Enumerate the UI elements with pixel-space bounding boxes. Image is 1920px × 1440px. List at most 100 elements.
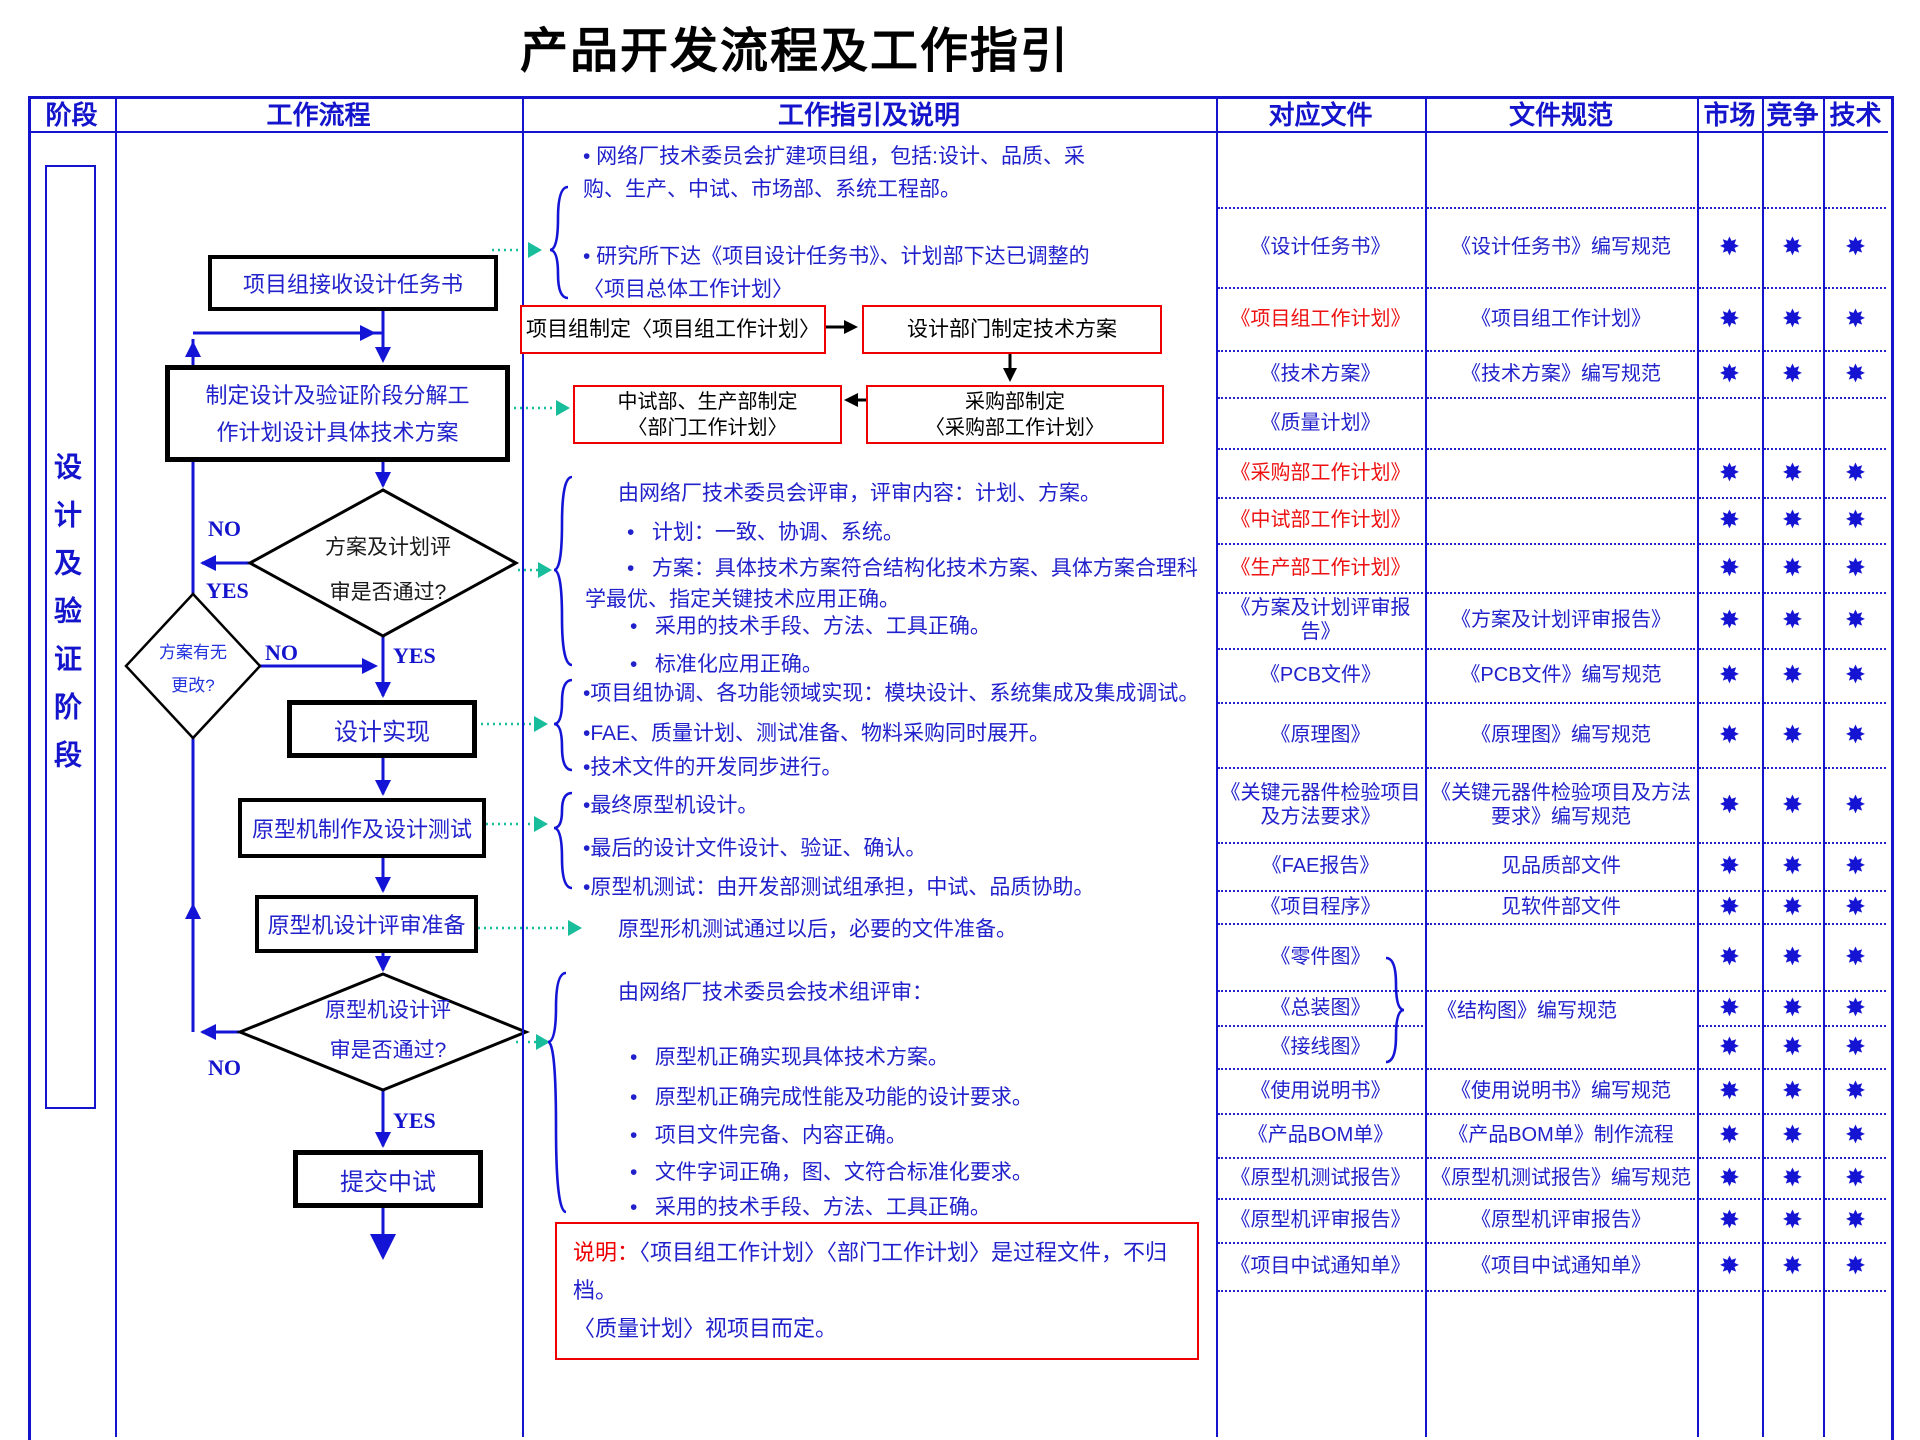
col-header-stage: 阶段 bbox=[45, 100, 98, 130]
row-separator bbox=[1825, 1068, 1886, 1070]
spec-cell: 《使用说明书》编写规范 bbox=[1451, 1079, 1671, 1102]
doc-cell: 《原型机测试报告》 bbox=[1230, 1166, 1411, 1189]
star-icon: ✸ bbox=[1782, 553, 1803, 582]
arrowhead-icon bbox=[200, 1024, 216, 1040]
col-header-docs: 对应文件 bbox=[1268, 100, 1373, 130]
star-icon: ✸ bbox=[1782, 233, 1803, 261]
row-separator bbox=[1699, 207, 1760, 209]
guide-review1-b3: • 采用的技术手段、方法、工具正确。 bbox=[630, 615, 991, 638]
row-separator bbox=[1764, 1157, 1821, 1159]
row-separator bbox=[1764, 842, 1821, 844]
row-separator bbox=[1699, 990, 1760, 992]
doc-cell: 《项目组工作计划》 bbox=[1230, 307, 1411, 330]
row-separator bbox=[1825, 842, 1886, 844]
star-icon: ✸ bbox=[1719, 458, 1740, 487]
row-separator bbox=[1218, 1242, 1423, 1244]
col-border-market bbox=[1762, 96, 1764, 1437]
doc-cell: 《质量计划》 bbox=[1260, 411, 1381, 434]
arrowhead-icon bbox=[375, 877, 391, 893]
row-separator bbox=[1218, 1198, 1423, 1200]
row-separator bbox=[1764, 497, 1821, 499]
row-separator bbox=[1218, 842, 1423, 844]
star-icon: ✸ bbox=[1719, 506, 1740, 534]
row-separator bbox=[1427, 207, 1695, 209]
star-icon: ✸ bbox=[1845, 1206, 1866, 1234]
star-icon: ✸ bbox=[1719, 720, 1740, 749]
label-yes-1: YES bbox=[206, 578, 249, 603]
doc-cell: 《原理图》 bbox=[1270, 723, 1371, 746]
row-separator bbox=[1427, 1157, 1695, 1159]
brace-icon bbox=[553, 678, 573, 772]
redbox-pilot-production: 中试部、生产部制定 〈部门工作计划〉 bbox=[573, 385, 842, 444]
row-separator bbox=[1699, 1242, 1760, 1244]
redbox-project-plan: 项目组制定〈项目组工作计划〉 bbox=[520, 305, 826, 354]
row-separator bbox=[1825, 448, 1886, 450]
star-icon: ✸ bbox=[1719, 359, 1740, 388]
diamond3-text-line1: 原型机设计评 bbox=[325, 999, 451, 1022]
row-separator bbox=[1218, 350, 1423, 352]
arrowhead-icon bbox=[375, 780, 391, 796]
star-icon: ✸ bbox=[1782, 458, 1803, 487]
row-separator bbox=[1218, 1290, 1423, 1292]
table-frame bbox=[28, 96, 1894, 1440]
row-separator bbox=[1825, 702, 1886, 704]
row-separator bbox=[1699, 497, 1760, 499]
row-separator bbox=[1427, 923, 1695, 925]
guide-impl-b3: •技术文件的开发同步进行。 bbox=[583, 756, 843, 779]
row-separator bbox=[1427, 842, 1695, 844]
label-yes-3: YES bbox=[393, 1108, 436, 1133]
arrowhead-icon bbox=[556, 400, 570, 416]
row-separator bbox=[1218, 702, 1423, 704]
row-separator bbox=[1825, 1157, 1886, 1159]
flow-box-prototype-build: 原型机制作及设计测试 bbox=[238, 798, 486, 858]
header-separator bbox=[28, 131, 1888, 133]
spec-cell: 见软件部文件 bbox=[1501, 895, 1621, 918]
row-separator bbox=[1764, 592, 1821, 594]
row-separator bbox=[1699, 287, 1760, 289]
row-separator bbox=[1218, 1068, 1423, 1070]
guide-proto-b1: •最终原型机设计。 bbox=[583, 794, 759, 817]
row-separator bbox=[1764, 287, 1821, 289]
row-separator bbox=[1699, 350, 1760, 352]
star-icon: ✸ bbox=[1845, 852, 1866, 880]
row-separator bbox=[1218, 890, 1423, 892]
doc-cell: 《FAE报告》 bbox=[1261, 855, 1380, 877]
row-separator bbox=[1825, 1290, 1886, 1292]
row-separator bbox=[1427, 702, 1695, 704]
row-separator bbox=[1825, 890, 1886, 892]
row-separator bbox=[1218, 767, 1423, 769]
row-separator bbox=[1427, 990, 1695, 992]
doc-cell: 《采购部工作计划》 bbox=[1230, 461, 1411, 484]
row-separator bbox=[1218, 1025, 1423, 1027]
doc-cell: 《PCB文件》 bbox=[1259, 664, 1382, 686]
star-icon: ✸ bbox=[1782, 359, 1803, 388]
arrowhead-icon bbox=[568, 920, 582, 936]
row-separator bbox=[1699, 702, 1760, 704]
arrowhead-icon bbox=[185, 903, 201, 919]
row-separator bbox=[1427, 890, 1695, 892]
star-icon: ✸ bbox=[1782, 1163, 1803, 1192]
row-separator bbox=[1699, 592, 1760, 594]
star-icon: ✸ bbox=[1782, 790, 1803, 819]
star-icon: ✸ bbox=[1845, 359, 1866, 388]
arrowhead-icon bbox=[534, 716, 548, 732]
guide-review2-b5: • 采用的技术手段、方法、工具正确。 bbox=[630, 1196, 991, 1219]
star-icon: ✸ bbox=[1845, 553, 1866, 582]
star-icon: ✸ bbox=[1719, 1032, 1740, 1061]
star-icon: ✸ bbox=[1719, 304, 1740, 333]
star-icon: ✸ bbox=[1782, 1206, 1803, 1234]
flow-box-submit-pilot: 提交中试 bbox=[293, 1150, 483, 1208]
row-separator bbox=[1825, 350, 1886, 352]
spec-cell: 《关键元器件检验项目及方法要求》编写规范 bbox=[1431, 781, 1691, 828]
guide-review2-head: 由网络厂技术委员会技术组评审： bbox=[618, 981, 933, 1004]
doc-cell: 《原型机评审报告》 bbox=[1230, 1209, 1411, 1231]
star-icon: ✸ bbox=[1845, 942, 1866, 971]
row-separator bbox=[1699, 1198, 1760, 1200]
star-icon: ✸ bbox=[1782, 993, 1803, 1022]
row-separator bbox=[1764, 990, 1821, 992]
row-separator bbox=[1427, 448, 1695, 450]
star-icon: ✸ bbox=[1845, 1121, 1866, 1149]
star-icon: ✸ bbox=[1782, 304, 1803, 333]
brace-icon bbox=[549, 185, 569, 300]
